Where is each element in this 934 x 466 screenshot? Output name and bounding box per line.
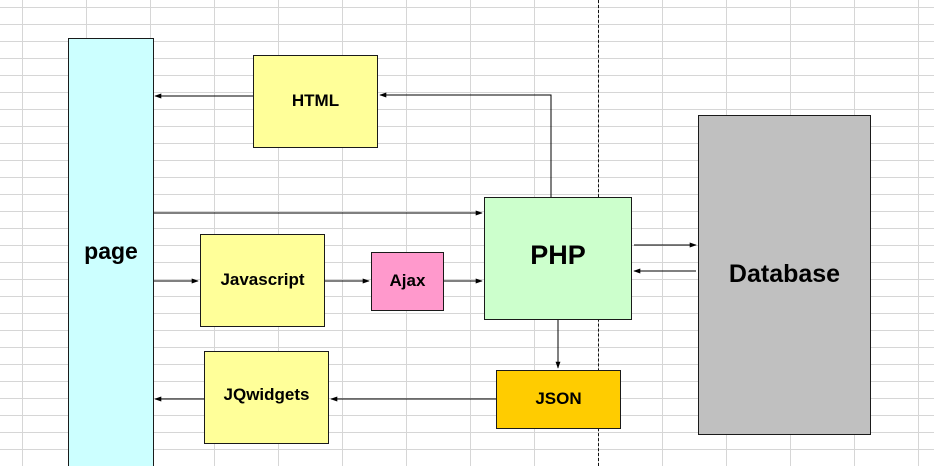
page-node: page bbox=[68, 38, 154, 466]
html-node: HTML bbox=[253, 55, 378, 148]
php-node: PHP bbox=[484, 197, 632, 320]
database-node: Database bbox=[698, 115, 871, 435]
jqwidgets-node: JQwidgets bbox=[204, 351, 329, 444]
arrow-php-to-html bbox=[379, 92, 552, 197]
json-node: JSON bbox=[496, 370, 621, 429]
ajax-node: Ajax bbox=[371, 252, 444, 311]
javascript-node: Javascript bbox=[200, 234, 325, 327]
